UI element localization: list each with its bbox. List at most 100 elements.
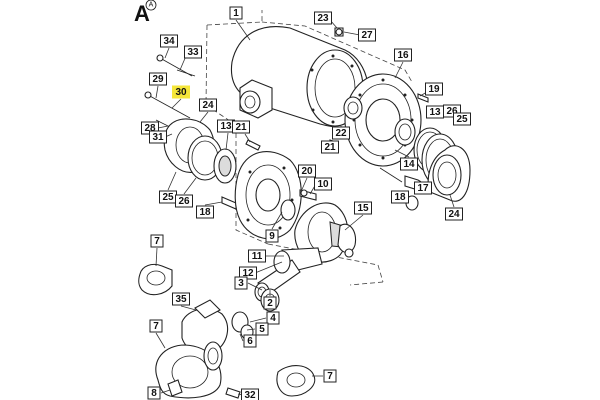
callout-17: 17: [414, 181, 432, 195]
callout-number: 1: [233, 8, 239, 19]
callout-7: 7: [323, 369, 337, 383]
callout-25: 25: [453, 112, 471, 126]
left-cover-group: [144, 54, 261, 210]
callout-number: 8: [151, 388, 157, 399]
callout-number: 21: [324, 142, 336, 153]
callout-4: 4: [266, 311, 280, 325]
callout-number: 26: [446, 106, 458, 117]
callout-6: 6: [243, 334, 257, 348]
callout-22: 22: [332, 126, 350, 140]
callout-box: [172, 292, 190, 306]
callout-7: 7: [149, 319, 163, 333]
callout-box: [391, 190, 409, 204]
callout-number: 5: [259, 324, 265, 335]
callout-15: 15: [354, 201, 372, 215]
callout-3: 3: [234, 276, 248, 290]
callout-number: 16: [397, 50, 409, 61]
callout-number: 33: [187, 47, 199, 58]
callout-number: 31: [152, 132, 164, 143]
callout-box: [255, 322, 269, 336]
callout-number: 10: [317, 179, 329, 190]
callout-box: [150, 234, 164, 248]
callout-number: 13: [220, 121, 232, 132]
callout-number: 2: [267, 298, 273, 309]
right-cover-group: [329, 27, 471, 211]
callout-18: 18: [196, 205, 214, 219]
callout-8: 8: [147, 386, 161, 400]
callout-27: 27: [358, 28, 376, 42]
pinion-shaft-group: [231, 247, 323, 340]
callout-box: [453, 112, 471, 126]
callout-box: [241, 388, 259, 400]
callout-2: 2: [263, 296, 277, 310]
callout-29: 29: [149, 72, 167, 86]
callout-20: 20: [298, 164, 316, 178]
callout-number: 12: [242, 268, 254, 279]
callout-box: [266, 311, 280, 325]
callout-box: [149, 130, 167, 144]
callout-number: 29: [152, 74, 164, 85]
callout-25: 25: [159, 190, 177, 204]
callout-number: 26: [178, 196, 190, 207]
callout-9: 9: [265, 229, 279, 243]
view-marker-letter: A: [149, 2, 154, 9]
callout-box: [229, 6, 243, 20]
callout-number: 32: [244, 390, 256, 400]
highlighted-callout-box: [172, 85, 190, 99]
callout-box: [243, 334, 257, 348]
callout-number: 27: [361, 30, 373, 41]
callout-number: 25: [456, 114, 468, 125]
callout-33: 33: [184, 45, 202, 59]
callout-number: 6: [247, 336, 253, 347]
callout-box: [314, 177, 332, 191]
callout-35: 35: [172, 292, 190, 306]
callout-box: [196, 205, 214, 219]
callout-31: 31: [149, 130, 167, 144]
callout-box: [323, 369, 337, 383]
callout-box: [358, 28, 376, 42]
callout-5: 5: [255, 322, 269, 336]
callout-number: 4: [270, 313, 276, 324]
callout-number: 13: [429, 107, 441, 118]
callout-13: 13: [217, 119, 235, 133]
callout-box: [248, 249, 266, 263]
callout-box: [265, 229, 279, 243]
callout-21: 21: [321, 140, 339, 154]
callout-26: 26: [175, 194, 193, 208]
callout-number: 14: [403, 159, 415, 170]
callout-box: [147, 386, 161, 400]
callout-12: 12: [239, 266, 257, 280]
callout-number: 35: [175, 294, 187, 305]
callout-box: [445, 207, 463, 221]
callout-11: 11: [248, 249, 266, 263]
callout-23: 23: [314, 11, 332, 25]
callout-21: 21: [232, 120, 250, 134]
callout-18: 18: [391, 190, 409, 204]
callout-24: 24: [445, 207, 463, 221]
callout-number: 24: [448, 209, 460, 220]
callout-number: 23: [317, 13, 329, 24]
callout-number: 18: [394, 192, 406, 203]
callout-number: 22: [335, 128, 347, 139]
callout-box: [232, 120, 250, 134]
callout-number: 24: [202, 100, 214, 111]
callout-box: [149, 72, 167, 86]
callout-16: 16: [394, 48, 412, 62]
callout-number: 7: [153, 321, 159, 332]
callout-14: 14: [400, 157, 418, 171]
callout-box: [184, 45, 202, 59]
callout-number: 9: [269, 231, 275, 242]
callout-box: [298, 164, 316, 178]
callout-30: 30: [172, 85, 190, 99]
callout-box: [149, 319, 163, 333]
callout-number: 19: [428, 84, 440, 95]
callout-number: 28: [144, 123, 156, 134]
callout-box: [414, 181, 432, 195]
callout-number: 21: [235, 122, 247, 133]
callout-7: 7: [150, 234, 164, 248]
callout-number: 7: [154, 236, 160, 247]
callout-10: 10: [314, 177, 332, 191]
callout-box: [425, 82, 443, 96]
callout-box: [199, 98, 217, 112]
